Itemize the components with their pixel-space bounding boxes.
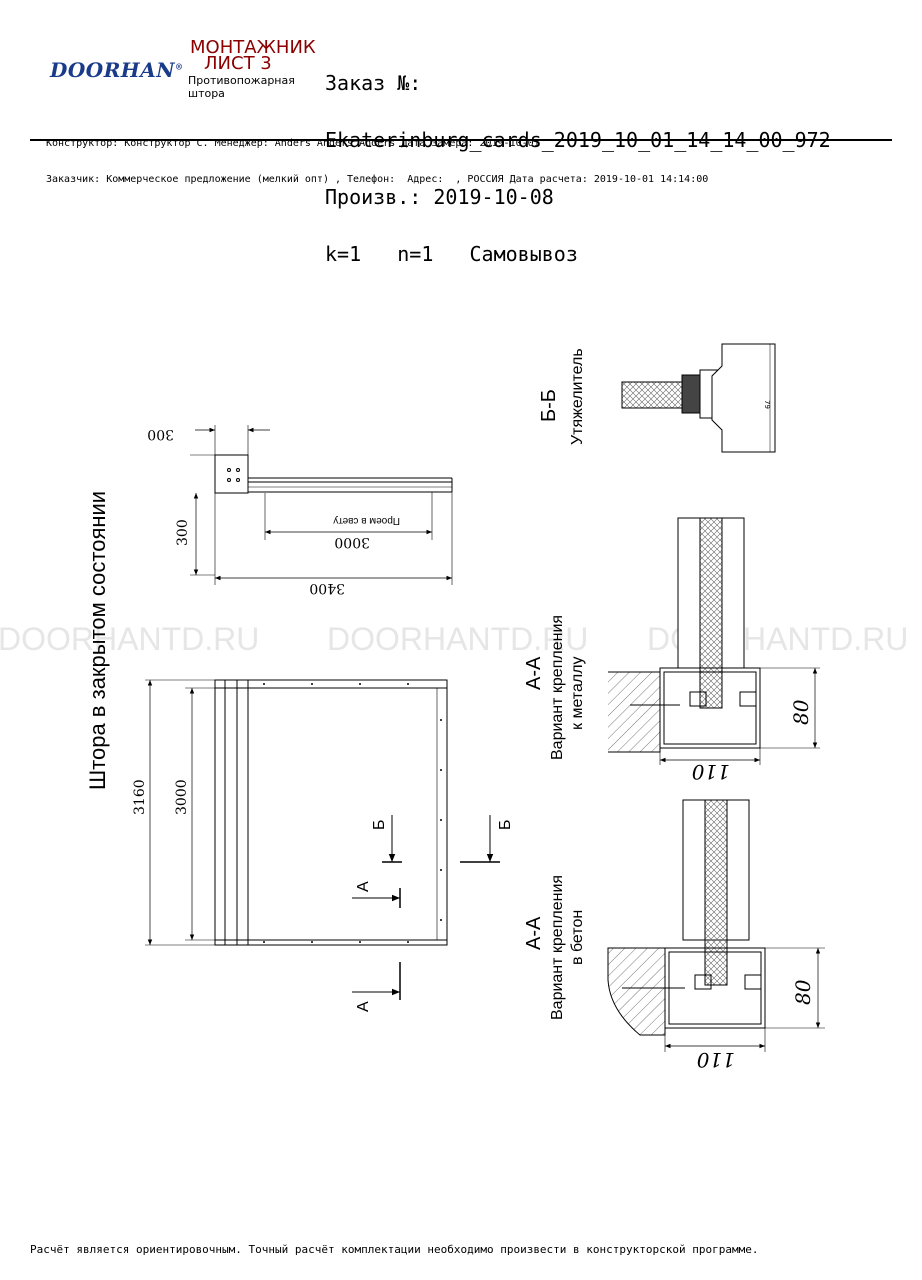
- section-aa-concrete-caption1: Вариант крепления: [549, 875, 566, 1020]
- dim-opening-height: 3000: [174, 779, 190, 815]
- section-a-upper: А: [355, 881, 372, 892]
- order-info: Конструктор: Конструктор С. Менеджер: An…: [46, 114, 708, 198]
- section-aa-concrete-detail: [607, 799, 825, 1052]
- top-view: [190, 425, 453, 585]
- dim-300-side: 300: [175, 519, 191, 546]
- section-aa-metal-detail: [608, 517, 820, 765]
- front-view: [145, 679, 500, 1000]
- role-title: МОНТАЖНИК ЛИСТ 3: [190, 37, 316, 74]
- section-aa-metal-dim-height: 80: [789, 699, 813, 725]
- dim-total-height: 3160: [132, 779, 148, 815]
- section-aa-metal-dim-width: 110: [692, 760, 730, 784]
- section-aa-concrete-dim-height: 80: [791, 979, 815, 1005]
- order-label: Заказ №:: [325, 71, 422, 95]
- footer-note: Расчёт является ориентировочным. Точный …: [30, 1243, 759, 1256]
- section-aa-metal-caption1: Вариант крепления: [549, 615, 566, 760]
- section-bb-detail: [621, 343, 776, 453]
- section-b-right: Б: [497, 820, 514, 831]
- sheet-number: ЛИСТ 3: [204, 53, 272, 74]
- svg-text:DOORHANTD.RU: DOORHANTD.RU: [0, 621, 259, 657]
- section-aa-metal-title: А-А: [523, 656, 545, 690]
- opening-label: Проем в свету: [333, 515, 400, 526]
- dim-opening: 3000: [334, 534, 370, 550]
- product-name: Противопожарная штора: [188, 74, 295, 100]
- production-date: Произв.: 2019-10-08: [325, 185, 554, 209]
- main-title: Штора в закрытом состоянии: [85, 491, 110, 790]
- section-aa-metal-caption2: к металлу: [569, 656, 586, 730]
- dim-total-width: 3400: [309, 580, 345, 596]
- info-line-1: Конструктор: Конструктор С. Менеджер: An…: [46, 138, 540, 149]
- header-divider: [30, 139, 892, 141]
- section-a-lower: А: [355, 1001, 372, 1012]
- doorhan-logo: DOORHAN®: [50, 58, 184, 82]
- info-line-2: Заказчик: Коммерческое предложение (мелк…: [46, 174, 709, 185]
- dim-300-top: 300: [147, 426, 174, 442]
- svg-text:DOORHANTD.RU: DOORHANTD.RU: [327, 621, 588, 657]
- section-aa-concrete-title: А-А: [523, 916, 545, 950]
- section-b-left: Б: [371, 820, 388, 831]
- section-bb-dim: 79: [763, 400, 771, 409]
- section-bb-title: Б-Б: [538, 389, 560, 422]
- section-aa-concrete-dim-width: 110: [697, 1048, 735, 1072]
- role-label: МОНТАЖНИК: [190, 37, 316, 58]
- section-bb-caption: Утяжелитель: [569, 348, 586, 445]
- watermark: DOORHANTD.RU DOORHANTD.RU DOORHANTD.RU: [0, 621, 908, 657]
- section-aa-concrete-caption2: в бетон: [569, 910, 586, 965]
- quantities: k=1 n=1 Самовывоз: [325, 242, 578, 266]
